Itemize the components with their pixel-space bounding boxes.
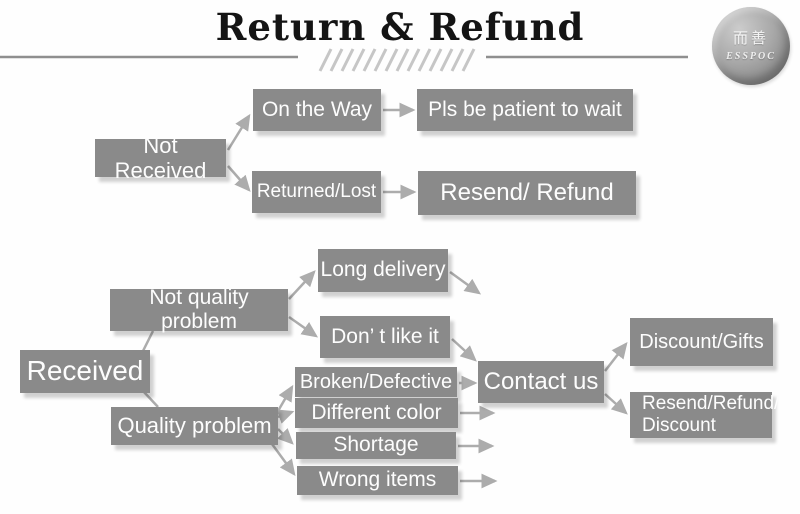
connector-not-quality-problem-to-dont-like-it: [288, 315, 319, 338]
connector-contact-us-to-discount-gifts: [604, 342, 628, 372]
connector-not-received-to-on-the-way: [226, 113, 251, 151]
flow-node-broken-defective: Broken/Defective: [295, 367, 457, 397]
hatch-stroke: [373, 48, 388, 72]
connector-not-quality-problem-to-long-delivery: [288, 270, 316, 300]
flow-node-on-the-way: On the Way: [253, 89, 381, 131]
hatch-stroke: [461, 48, 476, 72]
connector-long-delivery-free: [449, 270, 482, 295]
hatch-stroke: [406, 48, 421, 72]
flow-node-pls-be-patient: Pls be patient to wait: [417, 89, 633, 131]
brand-logo: 而善 ESSPOC: [712, 7, 790, 85]
flow-node-dont-like-it: Don’ t like it: [320, 316, 450, 358]
flow-node-not-received: Not Received: [95, 133, 226, 183]
flow-node-quality-problem: Quality problem: [111, 407, 278, 445]
hatch-stroke: [428, 48, 443, 72]
hatch-stroke: [384, 48, 399, 72]
flow-node-long-delivery: Long delivery: [318, 249, 448, 292]
brand-logo-name: ESSPOC: [726, 51, 776, 62]
hatch-stroke: [318, 48, 333, 72]
connector-contact-us-to-resend-refund-discount: [604, 393, 628, 415]
hatch-stroke: [351, 48, 366, 72]
connector-received-to-not-quality-problem: [141, 330, 155, 352]
hatch-stroke: [450, 48, 465, 72]
hatch-stroke: [362, 48, 377, 72]
connector-received-to-quality-problem: [143, 391, 159, 408]
hatch-stroke: [329, 48, 344, 72]
hatch-stroke: [417, 48, 432, 72]
hatch-stroke: [395, 48, 410, 72]
flow-node-resend-refund-discount: Resend/Refund/ Discount: [630, 392, 779, 438]
flow-node-shortage: Shortage: [296, 432, 456, 459]
hatch-stroke: [340, 48, 355, 72]
flow-node-resend-refund: Resend/ Refund: [418, 171, 636, 215]
page-title: Return & Refund: [215, 5, 585, 49]
flow-node-discount-gifts: Discount/Gifts: [630, 318, 773, 366]
connector-quality-problem-to-broken-defective: [276, 384, 294, 412]
connector-quality-problem-to-wrong-items: [270, 443, 296, 477]
hatch-stroke: [439, 48, 454, 72]
flow-node-returned-lost: Returned/Lost: [252, 171, 381, 213]
connector-dont-like-it-to-contact-us: [451, 338, 477, 362]
connector-not-received-to-returned-lost: [227, 165, 251, 192]
flow-node-contact-us: Contact us: [478, 361, 604, 403]
brand-logo-cjk-text: 而善: [732, 30, 769, 47]
flow-node-different-color: Different color: [295, 398, 458, 428]
flow-node-received: Received: [20, 350, 150, 393]
connector-quality-problem-to-shortage: [276, 427, 294, 445]
connector-quality-problem-to-different-color: [276, 409, 295, 424]
flow-node-wrong-items: Wrong items: [297, 466, 458, 495]
flow-node-not-quality-problem: Not quality problem: [110, 286, 288, 333]
